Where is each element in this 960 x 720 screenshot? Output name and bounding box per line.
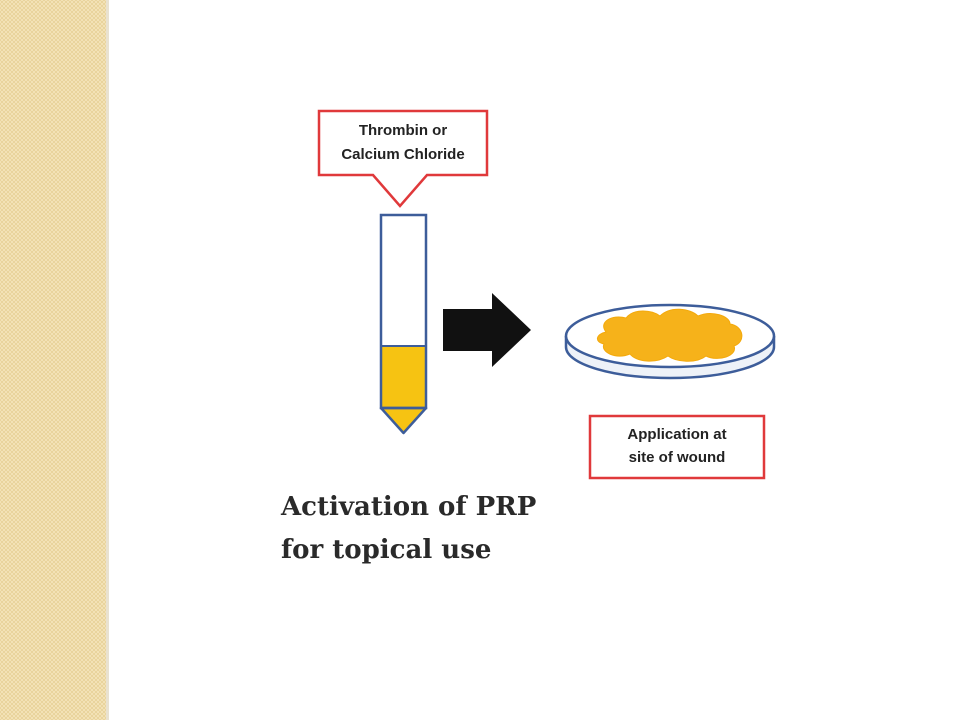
reagent-label-line1: Thrombin or bbox=[359, 122, 447, 139]
reagent-label-line2: Calcium Chloride bbox=[341, 146, 464, 163]
tube-tip bbox=[379, 406, 428, 435]
caption-line2: for topical use bbox=[281, 535, 491, 565]
application-callout: Application at site of wound bbox=[588, 414, 766, 480]
application-label-line1: Application at bbox=[627, 426, 726, 443]
application-box bbox=[588, 414, 766, 480]
reagent-callout-shape bbox=[317, 109, 489, 208]
caption-line1: Activation of PRP bbox=[280, 492, 536, 522]
test-tube bbox=[379, 213, 428, 435]
tube-body bbox=[379, 213, 428, 410]
process-arrow-icon bbox=[443, 293, 531, 367]
application-label-line2: site of wound bbox=[629, 449, 726, 466]
side-panel-edge bbox=[106, 0, 109, 720]
reagent-callout: Thrombin or Calcium Chloride bbox=[317, 109, 489, 208]
petri-dish bbox=[564, 303, 776, 380]
prp-fill bbox=[381, 346, 426, 408]
prp-clot bbox=[597, 308, 743, 362]
decorative-side-panel bbox=[0, 0, 106, 720]
